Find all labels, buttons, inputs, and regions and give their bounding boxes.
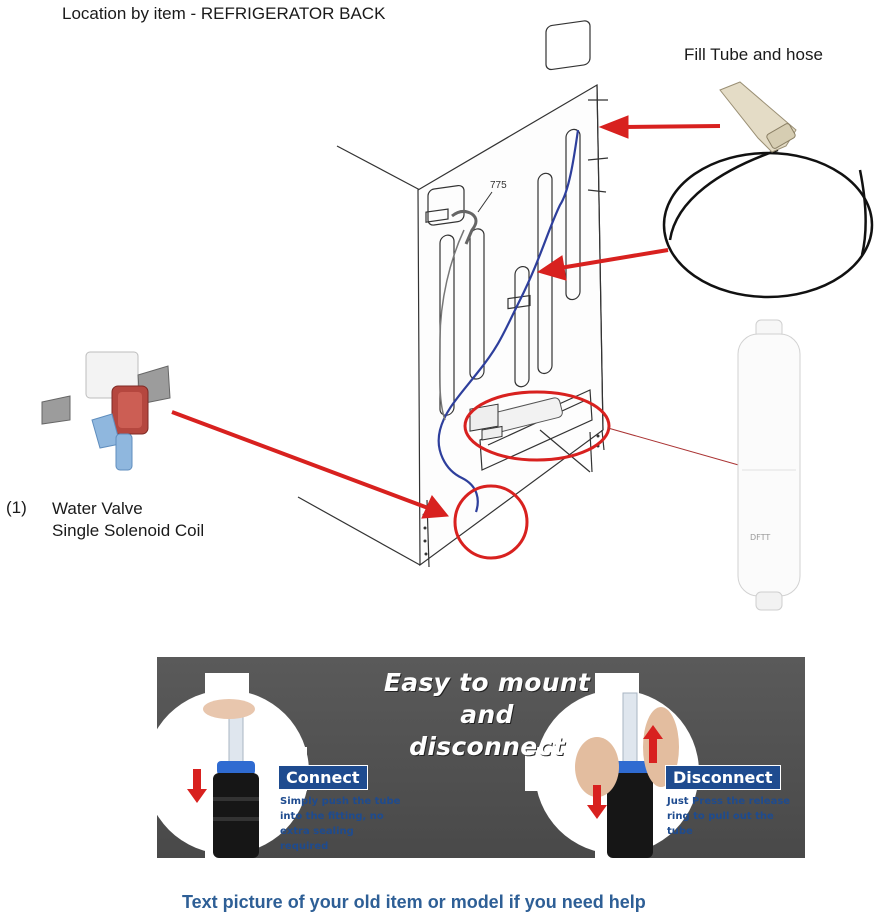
- disconnect-description: Just Press the release ring to pull out …: [667, 796, 791, 837]
- fill-tube-hose: [662, 81, 874, 299]
- diagram-valve: [469, 403, 503, 441]
- valve-highlight: [453, 484, 529, 560]
- mounting-banner: Easy to mount and disconnect Connect Sim…: [157, 657, 805, 858]
- disconnect-title: Disconnect: [665, 765, 781, 790]
- push-down-arrow-icon: [187, 769, 207, 803]
- water-line: [437, 129, 580, 513]
- fill-tube-label: Fill Tube and hose: [684, 45, 823, 64]
- filter-highlight: [463, 390, 611, 462]
- part-number-label: 775: [490, 180, 507, 191]
- page-title: Location by item - REFRIGERATOR BACK: [62, 4, 386, 23]
- banner-headline: Easy to mount and disconnect: [357, 667, 617, 763]
- banner-headline-line1: Easy to mount and: [383, 668, 591, 729]
- valve-item-number: (1): [6, 498, 27, 517]
- pointer-arrows: [171, 115, 721, 519]
- refrigerator-back-diagram: 775: [41, 20, 874, 611]
- water-valve-label: Water Valve Single Solenoid Coil: [52, 498, 204, 542]
- help-footer: Text picture of your old item or model i…: [182, 892, 646, 912]
- connect-description: Simply push the tube into the fitting, n…: [280, 796, 401, 852]
- hose-clamp-icon: [451, 209, 478, 245]
- water-valve-label-line2: Single Solenoid Coil: [52, 521, 205, 540]
- banner-headline-line2: disconnect: [409, 732, 565, 761]
- water-filter-icon: DFTT: [737, 319, 801, 611]
- filter-brand-mark: DFTT: [750, 533, 770, 542]
- filter-pointer-line: [607, 427, 743, 467]
- water-valve-icon: [41, 351, 171, 471]
- refrigerator-outline: [297, 20, 609, 568]
- water-valve-label-line1: Water Valve: [52, 499, 143, 518]
- pull-up-arrow-icon: [587, 725, 663, 819]
- connect-title: Connect: [278, 765, 368, 790]
- connect-fitting-icon: [203, 699, 259, 858]
